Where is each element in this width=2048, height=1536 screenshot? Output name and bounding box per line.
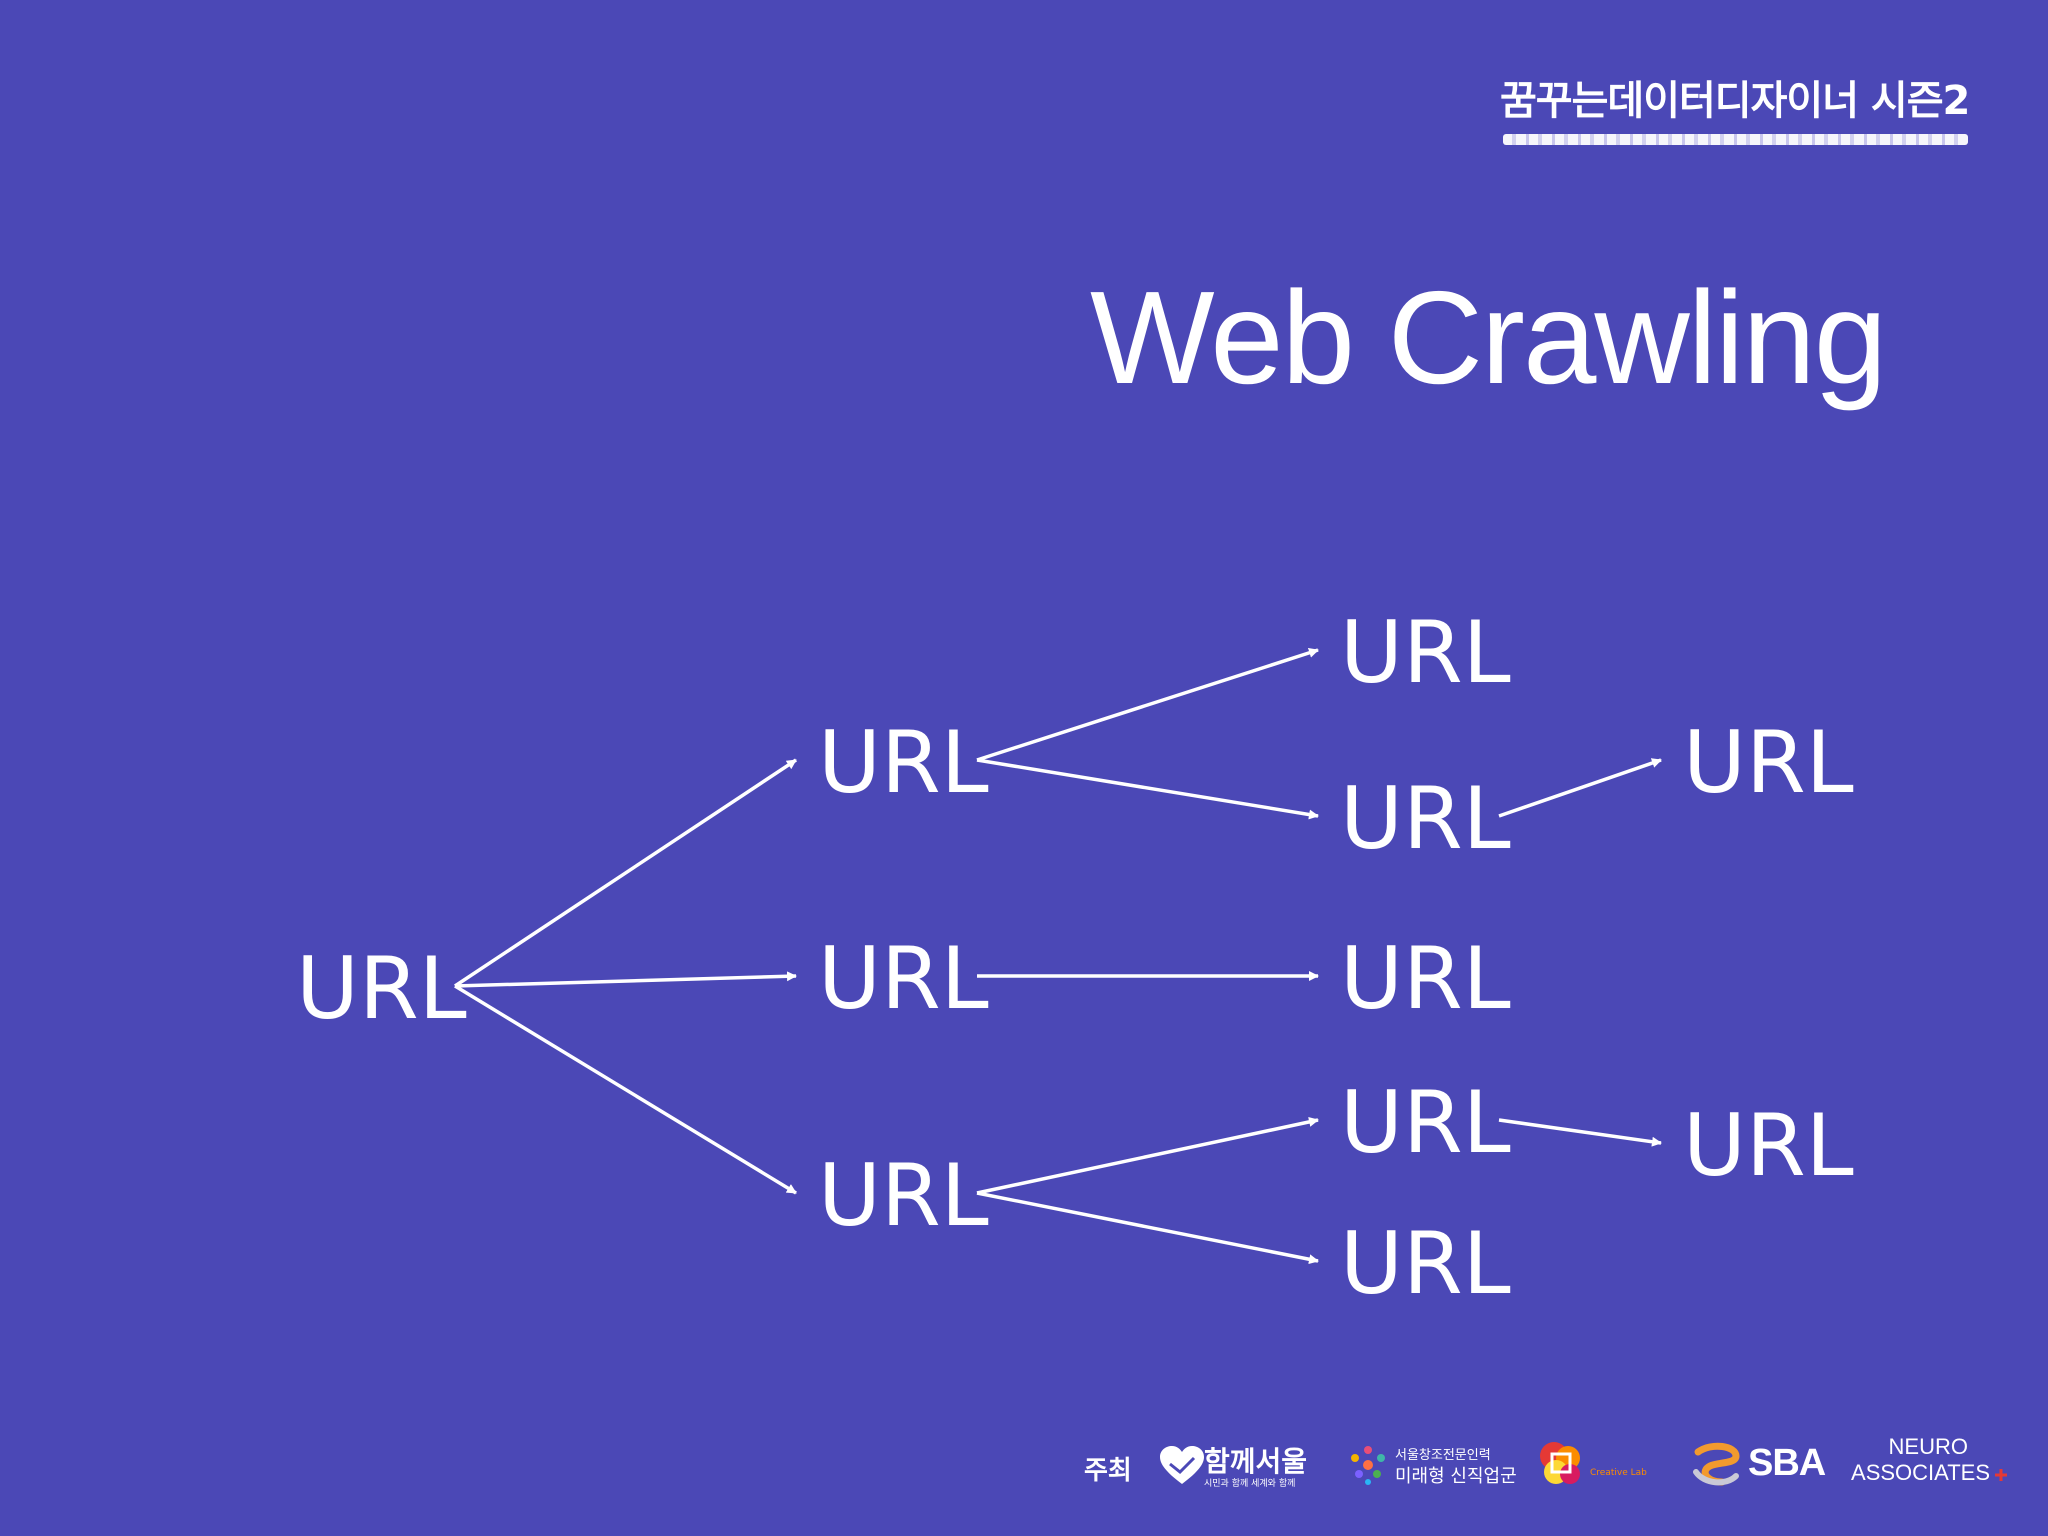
- url-node: URL: [1683, 713, 1854, 813]
- future-jobs-logo: 서울창조전문인력 미래형 신직업군: [1345, 1440, 1517, 1490]
- arrow-edge: [976, 1116, 1319, 1195]
- url-node: URL: [818, 1146, 989, 1246]
- arrow-edge: [976, 758, 1319, 820]
- people-cluster-icon: [1351, 1446, 1385, 1485]
- plus-icon: [1995, 1469, 2007, 1481]
- diagram-nodes: URL URL URL URL URL URL URL URL URL URL URL: [296, 603, 1854, 1314]
- sba-logo: SBA: [1692, 1440, 1826, 1490]
- creative-lab-label: Creative Lab: [1590, 1468, 1647, 1478]
- arrow-edge: [454, 758, 797, 988]
- sba-swoosh-icon: [1693, 1442, 1740, 1486]
- neuro-line1: NEURO: [1888, 1434, 1968, 1459]
- arrow-edge: [1498, 1118, 1662, 1147]
- url-node: URL: [818, 713, 989, 813]
- host-label: 주최: [1084, 1456, 1132, 1486]
- arrow-edge: [454, 971, 797, 988]
- arrow-edge: [976, 648, 1319, 762]
- arrow-edge: [976, 1191, 1319, 1265]
- creative-lab-logo: Creative Lab: [1538, 1440, 1663, 1490]
- seoul-logo-sub: 시민과 함께 세계와 함께: [1204, 1479, 1296, 1489]
- arrow-edge: [454, 984, 797, 1195]
- future-jobs-bottom: 미래형 신직업군: [1395, 1466, 1517, 1487]
- url-node: URL: [1340, 1214, 1511, 1314]
- url-node: URL: [296, 939, 467, 1039]
- series-title: 꿈꾸는데이터디자이너 시즌2: [1500, 78, 1970, 124]
- diagram-edges: [454, 648, 1662, 1265]
- sba-label: SBA: [1748, 1442, 1826, 1484]
- neuro-line2: ASSOCIATES: [1851, 1460, 1990, 1485]
- url-node: URL: [818, 929, 989, 1029]
- future-jobs-top: 서울창조전문인력: [1395, 1448, 1491, 1463]
- url-node: URL: [1340, 603, 1511, 703]
- seoul-logo: 함께서울 시민과 함께 세계와 함께: [1160, 1440, 1307, 1492]
- sponsor-footer: 주최 함께서울 시민과 함께 세계와 함께 서울창조전문인력 미래형 신직업군: [1080, 1430, 2030, 1500]
- neuro-associates-logo: NEURO ASSOCIATES: [1851, 1434, 2020, 1494]
- seoul-logo-main: 함께서울: [1204, 1445, 1308, 1478]
- series-title-underline: [1503, 134, 1968, 145]
- url-node: URL: [1340, 769, 1511, 869]
- url-node: URL: [1340, 1073, 1511, 1173]
- url-node: URL: [1683, 1096, 1854, 1196]
- heart-icon: [1160, 1446, 1204, 1484]
- url-node: URL: [1340, 929, 1511, 1029]
- arrow-edge: [1498, 758, 1662, 818]
- slide-title: Web Crawling: [1090, 264, 1887, 411]
- creative-lab-icon: [1540, 1442, 1580, 1484]
